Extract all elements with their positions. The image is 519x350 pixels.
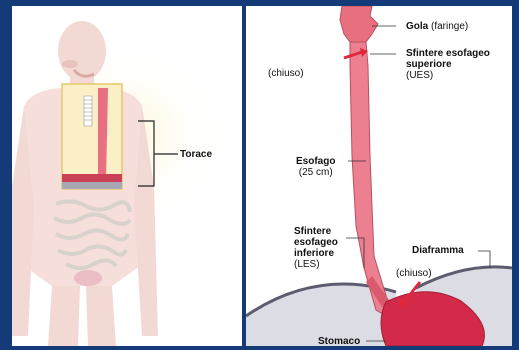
ues-label: Sfintere esofageo superiore (UES) — [406, 48, 490, 81]
esophagus-detail-panel: Gola (faringe) (chiuso) Sfintere esofage… — [246, 6, 512, 346]
diaframma-label: Diaframma — [412, 245, 464, 256]
body-overview-panel: Torace — [12, 6, 242, 346]
gola-label: Gola (faringe) — [406, 21, 468, 32]
chiuso-bottom-label: (chiuso) — [396, 268, 432, 279]
body-silhouette-illustration — [12, 6, 242, 346]
torace-label: Torace — [180, 149, 212, 160]
esophagus-tube — [350, 42, 402, 316]
esofago-label: Esofago (25 cm) — [296, 156, 335, 178]
pharynx-shape — [340, 6, 378, 42]
stomaco-label: Stomaco — [318, 336, 360, 347]
head-shape — [58, 21, 106, 81]
les-label: Sfintere esofageo inferiore (LES) — [294, 226, 338, 270]
chiuso-top-label: (chiuso) — [268, 68, 304, 79]
